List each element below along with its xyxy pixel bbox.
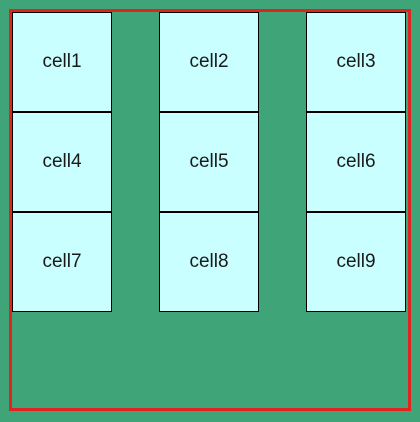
grid-cell-4[interactable]: cell4 [12,112,112,212]
grid-cell-3[interactable]: cell3 [306,12,406,112]
grid-cell-1[interactable]: cell1 [12,12,112,112]
grid-container: cell1 cell2 cell3 cell4 cell5 cell6 cell… [9,9,411,411]
grid-cell-9[interactable]: cell9 [306,212,406,312]
grid-cell-8[interactable]: cell8 [159,212,259,312]
grid-cell-6[interactable]: cell6 [306,112,406,212]
grid-cell-5[interactable]: cell5 [159,112,259,212]
grid-cell-7[interactable]: cell7 [12,212,112,312]
grid-cell-2[interactable]: cell2 [159,12,259,112]
